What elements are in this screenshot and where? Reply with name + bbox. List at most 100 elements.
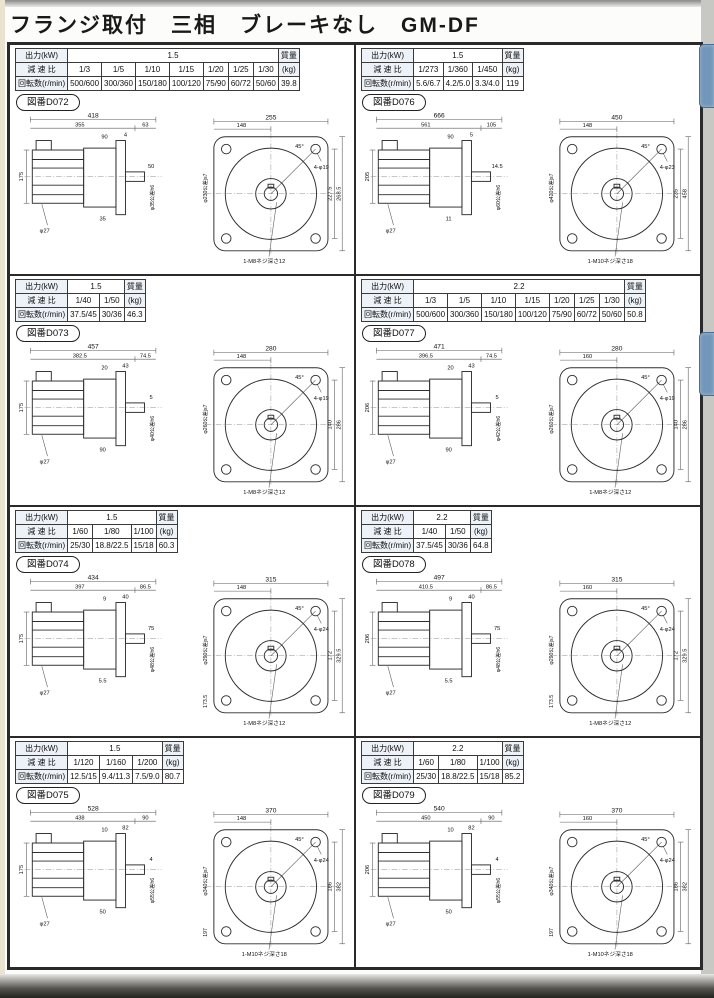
spec-row-output: 出力(kW) 2.2 質量 [360,510,492,525]
spec-row-ratio: 減 速 比 1/40 1/50 (kg) [360,524,492,539]
dim-small-4: 5.5 [99,678,107,684]
dim-shaft-offset: 86.5 [486,584,497,590]
speed-cell: 3.3/4.0 [472,76,503,91]
ratio-cell: 1/160 [98,755,134,770]
dim-body-width: 397 [75,584,85,590]
scan-edge-bottom [0,974,714,998]
dim-total-width: 666 [434,113,445,120]
speed-label: 回転数(r/min) [14,538,69,553]
output-label: 出力(kW) [360,48,415,63]
dim-shaft-dia: φ27 [40,229,50,235]
dim-total-width: 528 [88,806,99,813]
dim-small-3: 50 [148,164,154,170]
speed-cell: 9.4/11.3 [98,769,134,784]
output-value: 2.2 [413,279,625,294]
ratio-cell: 1/360 [442,62,474,77]
dim-small-3: 5 [496,395,499,401]
output-value: 1.5 [67,510,157,525]
output-label: 出力(kW) [360,510,415,525]
kg-label: (kg) [501,62,524,77]
speed-cell: 15/18 [476,769,503,784]
ratio-cell: 1/3 [413,293,449,308]
dim-small-2: 82 [468,826,474,832]
dim-height-r2: 458 [682,189,688,198]
dim-hub-tolerance: φ55公差h6 [148,878,156,904]
dim-bolt-holes: 4-φ24 [660,858,675,864]
dim-bolt-holes: 4-φ24 [314,858,329,864]
front-view: 370 148 45° 4-φ24 186 382 φ340公差js7 197 … [201,808,346,958]
ratio-cell: 1/60 [413,755,440,770]
side-view: 471 396.5 74.5 206 φ27 20 43 5 90 φ42公差h… [365,344,508,466]
front-view: 315 160 45° 4-φ24 172 329.5 φ290公差js7 17… [547,577,692,727]
dim-small-1: 20 [101,366,107,372]
mass-label: 質量 [469,510,492,525]
output-value: 2.2 [413,510,471,525]
dim-hub-tolerance: φ40公差h6 [148,416,156,442]
dim-body-width: 561 [421,122,431,128]
dim-height-r1: 227.5 [328,187,334,201]
ratio-cell: 1/200 [132,755,163,770]
figure-number-label: 図番D078 [362,556,426,573]
dim-body-width: 450 [421,815,431,821]
dim-shaft-offset: 105 [487,122,497,128]
dim-bolt-holes: 4-φ23 [660,165,675,171]
speed-cell: 300/360 [101,76,136,91]
dim-flange-width: 280 [611,346,622,353]
dim-hub-tolerance: φ55公差h6 [494,878,502,904]
dim-small-3: 75 [148,626,154,632]
mass-value: 50.8 [623,307,646,322]
dim-shaft-offset: 63 [142,122,148,128]
ratio-cell: 1/273 [413,62,444,77]
dim-height-left: 206 [365,865,371,875]
spec-table: 出力(kW) 2.2 質量 減 速 比 1/60 1/80 1/100 (kg)… [360,741,524,784]
dim-bolt-holes: 4-φ24 [314,627,329,633]
output-label: 出力(kW) [14,48,69,63]
dim-small-2: 82 [122,826,128,832]
speed-cell: 300/360 [447,307,482,322]
kg-label: (kg) [161,755,184,770]
dim-height-r2: 329.5 [336,649,342,663]
dim-shaft-dia: φ27 [40,460,50,466]
figure-number-label: 図番D075 [16,787,80,804]
dim-shaft-dia: φ27 [40,922,50,928]
spec-table: 出力(kW) 1.5 質量 減 速 比 1/60 1/80 1/100 (kg)… [14,510,178,553]
dim-total-width: 434 [88,575,99,582]
kg-label: (kg) [123,293,146,308]
catalog-panel: 出力(kW) 2.2 質量 減 速 比 1/40 1/50 (kg) 回転数(r… [355,506,701,737]
dimension-drawing: 666 561 105 205 φ27 90 5 14.5 11 φ60公差h6 [365,113,692,265]
mass-value: 80.7 [161,769,184,784]
dim-total-width: 418 [88,113,99,120]
dim-spigot-tolerance: φ230公差js7 [201,173,209,202]
dim-shaft-dia: φ27 [386,460,396,466]
dim-small-2: 40 [468,595,474,601]
dim-small-4: 50 [445,909,451,915]
mass-label: 質量 [277,48,300,63]
speed-cell: 18.8/22.5 [438,769,478,784]
page-edge-tab [699,332,714,396]
dim-angle: 45° [641,837,650,843]
dim-spigot-tolerance: φ260公差js7 [201,404,209,433]
spec-row-ratio: 減 速 比 1/120 1/160 1/200 (kg) [14,755,184,770]
speed-cell: 4.2/5.0 [442,76,474,91]
front-view: 280 160 45° 4-φ19 140 286 φ260公差js7 1-M8… [547,346,692,496]
dim-total-width: 457 [88,344,99,351]
dim-hub-tolerance: φ48公差h6 [148,647,156,673]
dim-height-left: 205 [365,172,371,182]
dim-tap-note: 1-M10ネジ深さ18 [588,257,633,265]
speed-cell: 25/30 [413,769,440,784]
spec-row-ratio: 減 速 比 1/60 1/80 1/100 (kg) [14,524,178,539]
dim-shaft-offset: 90 [488,815,494,821]
dim-tap-note: 1-M8ネジ深さ12 [243,257,285,265]
kg-label: (kg) [155,524,178,539]
dim-small-2: 43 [122,364,128,370]
catalog-panel: 出力(kW) 1.5 質量 減 速 比 1/40 1/50 (kg) 回転数(r… [9,275,355,506]
dim-body-width: 355 [75,122,85,128]
speed-cell: 30/36 [444,538,471,553]
speed-cell: 60/72 [573,307,600,322]
spec-row-speed: 回転数(r/min) 25/30 18.8/22.5 15/18 85.2 [360,769,524,784]
dim-small-2: 4 [124,133,127,139]
speed-cell: 50/60 [598,307,625,322]
dim-angle: 45° [641,144,650,150]
scan-edge-right [701,0,714,998]
dim-small-2: 43 [468,364,474,370]
